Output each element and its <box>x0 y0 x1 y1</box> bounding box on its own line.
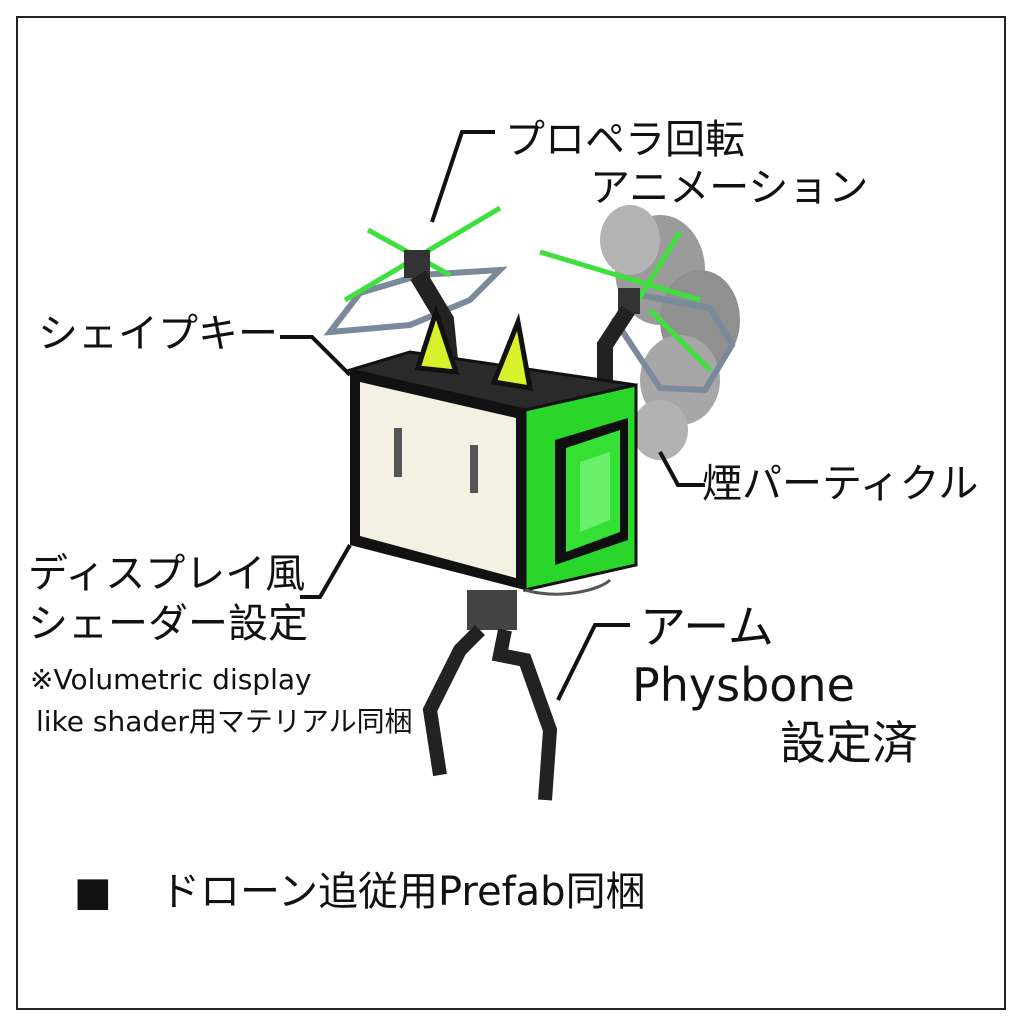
right-propeller <box>539 230 736 394</box>
propeller-label-line1: プロペラ回転 <box>505 117 745 163</box>
leader-lines <box>280 130 705 701</box>
arm-label-line3: 設定済 <box>780 716 918 770</box>
drone-legs <box>422 578 612 801</box>
left-propeller <box>323 205 508 371</box>
smoke-label: 煙パーティクル <box>702 461 979 507</box>
note-line1: ※Volumetric display <box>30 663 312 696</box>
arm-label-line1: アーム <box>640 600 774 654</box>
note-line2: like shader用マテリアル同梱 <box>36 705 413 738</box>
display-label-line2: シェーダー設定 <box>28 601 308 647</box>
propeller-label-line2: アニメーション <box>590 165 869 211</box>
footer-bullet: ■ <box>74 869 112 915</box>
drone-cube <box>344 303 638 592</box>
arm-label-line2: Physbone <box>632 658 855 712</box>
footer-text: ドローン追従用Prefab同梱 <box>160 869 646 915</box>
shapekey-label: シェイプキー <box>38 311 278 357</box>
display-label-line1: ディスプレイ風 <box>28 551 306 597</box>
